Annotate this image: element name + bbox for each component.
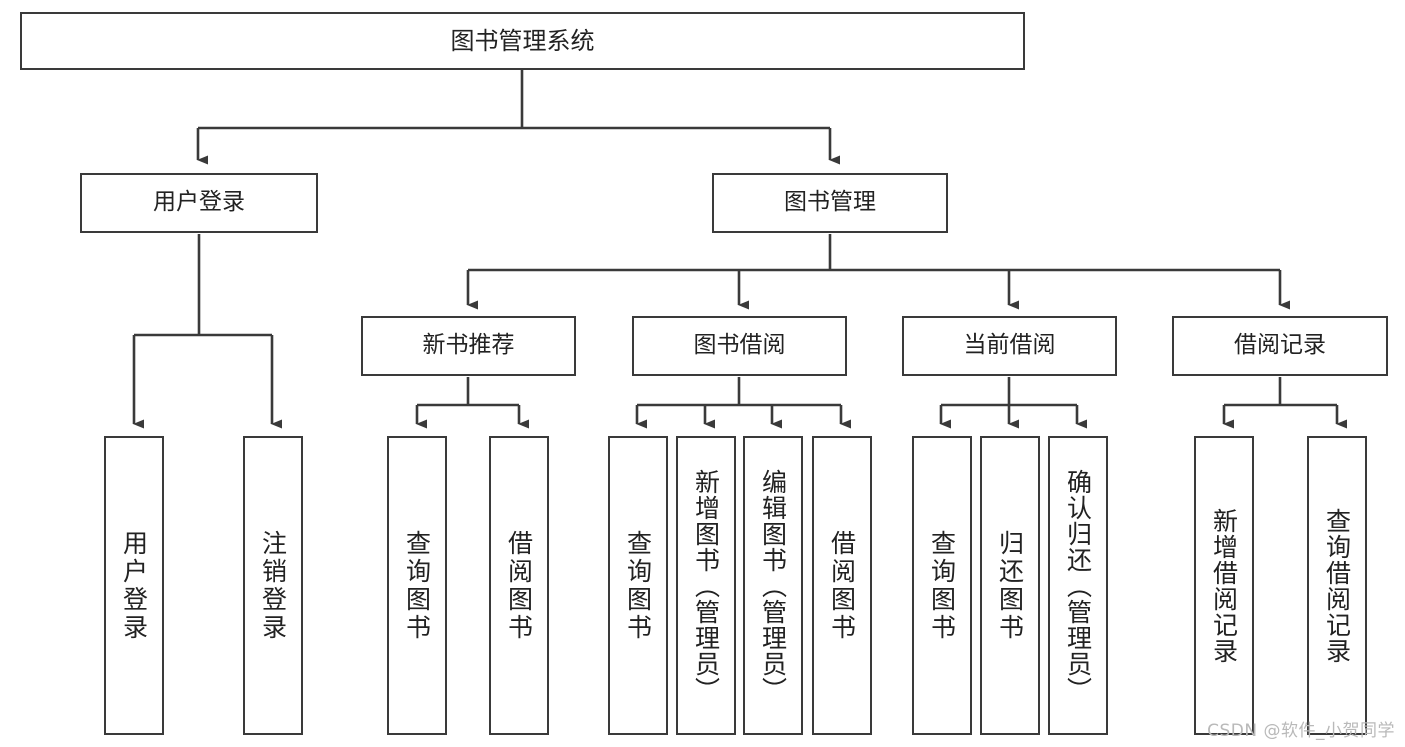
leaf-borrow-book-new[interactable]: 借阅图书: [489, 436, 549, 735]
node-user-login[interactable]: 用户登录: [80, 173, 318, 233]
leaf-user-login[interactable]: 用户登录: [104, 436, 164, 735]
node-label: 确认归还（管理员）: [1063, 468, 1093, 703]
node-current-borrow[interactable]: 当前借阅: [902, 316, 1117, 376]
node-label: 查询图书: [402, 529, 432, 642]
node-book-management[interactable]: 图书管理: [712, 173, 948, 233]
node-borrow-record[interactable]: 借阅记录: [1172, 316, 1388, 376]
node-label: 新增图书（管理员）: [691, 468, 721, 703]
node-root-book-management-system[interactable]: 图书管理系统: [20, 12, 1025, 70]
node-new-book-recommend[interactable]: 新书推荐: [361, 316, 576, 376]
watermark-text: CSDN @软件_小贺同学: [1207, 721, 1395, 741]
leaf-logout-login[interactable]: 注销登录: [243, 436, 303, 735]
node-label: 查询借阅记录: [1322, 507, 1352, 664]
leaf-confirm-return-admin[interactable]: 确认归还（管理员）: [1048, 436, 1108, 735]
node-label: 借阅记录: [1234, 332, 1326, 359]
leaf-edit-book-admin[interactable]: 编辑图书（管理员）: [743, 436, 803, 735]
node-label: 图书管理系统: [450, 26, 595, 55]
node-label: 编辑图书（管理员）: [758, 468, 788, 703]
node-label: 注销登录: [258, 529, 288, 642]
node-label: 用户登录: [119, 529, 149, 642]
node-label: 查询图书: [927, 529, 957, 642]
node-label: 新增借阅记录: [1209, 507, 1239, 664]
leaf-query-borrow-record[interactable]: 查询借阅记录: [1307, 436, 1367, 735]
node-label: 当前借阅: [963, 332, 1056, 359]
leaf-borrow-book[interactable]: 借阅图书: [812, 436, 872, 735]
node-label: 图书管理: [784, 189, 876, 216]
node-label: 借阅图书: [827, 529, 857, 642]
leaf-query-book-borrow[interactable]: 查询图书: [608, 436, 668, 735]
leaf-query-book-new[interactable]: 查询图书: [387, 436, 447, 735]
node-book-borrow[interactable]: 图书借阅: [632, 316, 847, 376]
leaf-add-borrow-record[interactable]: 新增借阅记录: [1194, 436, 1254, 735]
node-label: 新书推荐: [422, 332, 515, 359]
leaf-query-book-current[interactable]: 查询图书: [912, 436, 972, 735]
leaf-add-book-admin[interactable]: 新增图书（管理员）: [676, 436, 736, 735]
leaf-return-book[interactable]: 归还图书: [980, 436, 1040, 735]
node-label: 查询图书: [623, 529, 653, 642]
node-label: 用户登录: [153, 189, 245, 216]
node-label: 借阅图书: [504, 529, 534, 642]
node-label: 图书借阅: [693, 332, 786, 359]
node-label: 归还图书: [995, 529, 1025, 642]
